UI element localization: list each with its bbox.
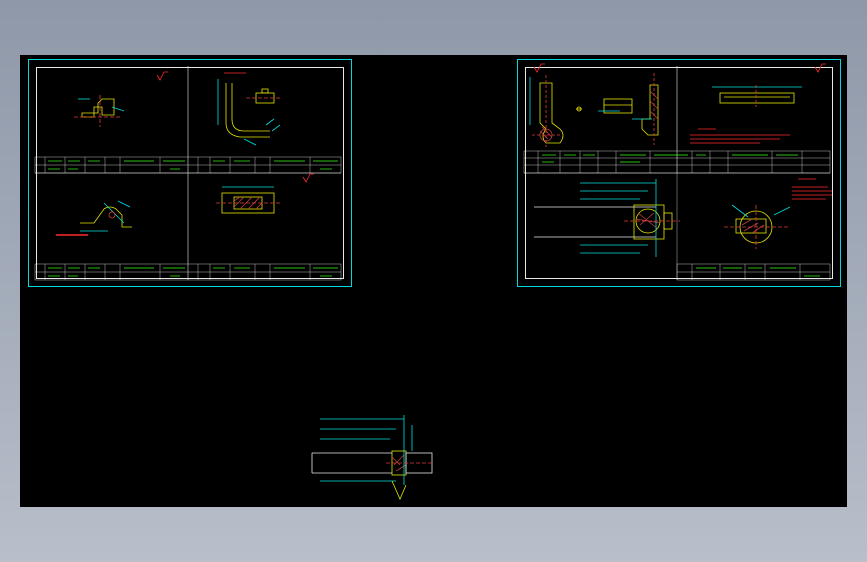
title-block-right-bottom: [676, 173, 831, 281]
part-view-tab: [576, 98, 633, 114]
part-view-arm: [529, 75, 564, 147]
title-block-left-top: [34, 156, 342, 174]
part-view-round-section: [724, 204, 791, 249]
technical-notes: [690, 128, 832, 200]
title-block-text-right: [542, 154, 820, 277]
part-view-plate: [712, 85, 802, 107]
roughness-symbol: [156, 63, 826, 183]
cad-viewport[interactable]: [20, 55, 847, 507]
title-block-right: [523, 150, 831, 174]
part-view-saddle: [56, 200, 132, 236]
right-sheet-grid: [524, 66, 830, 174]
title-block-left-bottom: [34, 263, 342, 281]
part-view-bracket: [74, 95, 125, 127]
part-view-block: [216, 186, 282, 214]
detail-view-shaft: [311, 415, 434, 500]
title-block-text-left: [48, 160, 338, 277]
part-view-lever: [632, 73, 659, 145]
part-view-bent-strip: [217, 72, 282, 146]
drawing-canvas: [34, 63, 832, 500]
part-view-shaft-assembly: [534, 179, 680, 257]
